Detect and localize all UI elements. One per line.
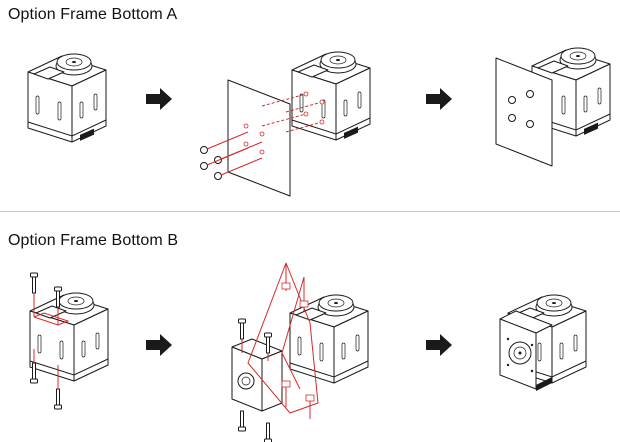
section-divider	[0, 211, 620, 212]
right-arrow-icon	[146, 88, 172, 110]
screws-a	[200, 123, 265, 180]
assembly-diagram-a	[27, 47, 611, 197]
servo-b-step-1	[29, 272, 109, 410]
section-frame-bottom-a: Option Frame Bottom A	[0, 0, 620, 212]
servo-step-2	[291, 51, 371, 141]
right-arrow-icon	[146, 334, 172, 356]
servo-b-step-3	[499, 294, 587, 391]
right-arrow-icon	[426, 88, 452, 110]
section-title-b: Option Frame Bottom B	[8, 232, 179, 249]
assembly-diagram-b	[29, 262, 587, 442]
frame-plate-exploded	[227, 79, 325, 197]
section-frame-bottom-b: Option Frame Bottom B	[0, 213, 620, 442]
servo-b-step-2	[231, 262, 369, 442]
right-arrow-icon	[426, 334, 452, 356]
section-title-a: Option Frame Bottom A	[8, 6, 178, 23]
servo-step-1	[27, 53, 107, 143]
servo-step-3	[495, 47, 611, 167]
